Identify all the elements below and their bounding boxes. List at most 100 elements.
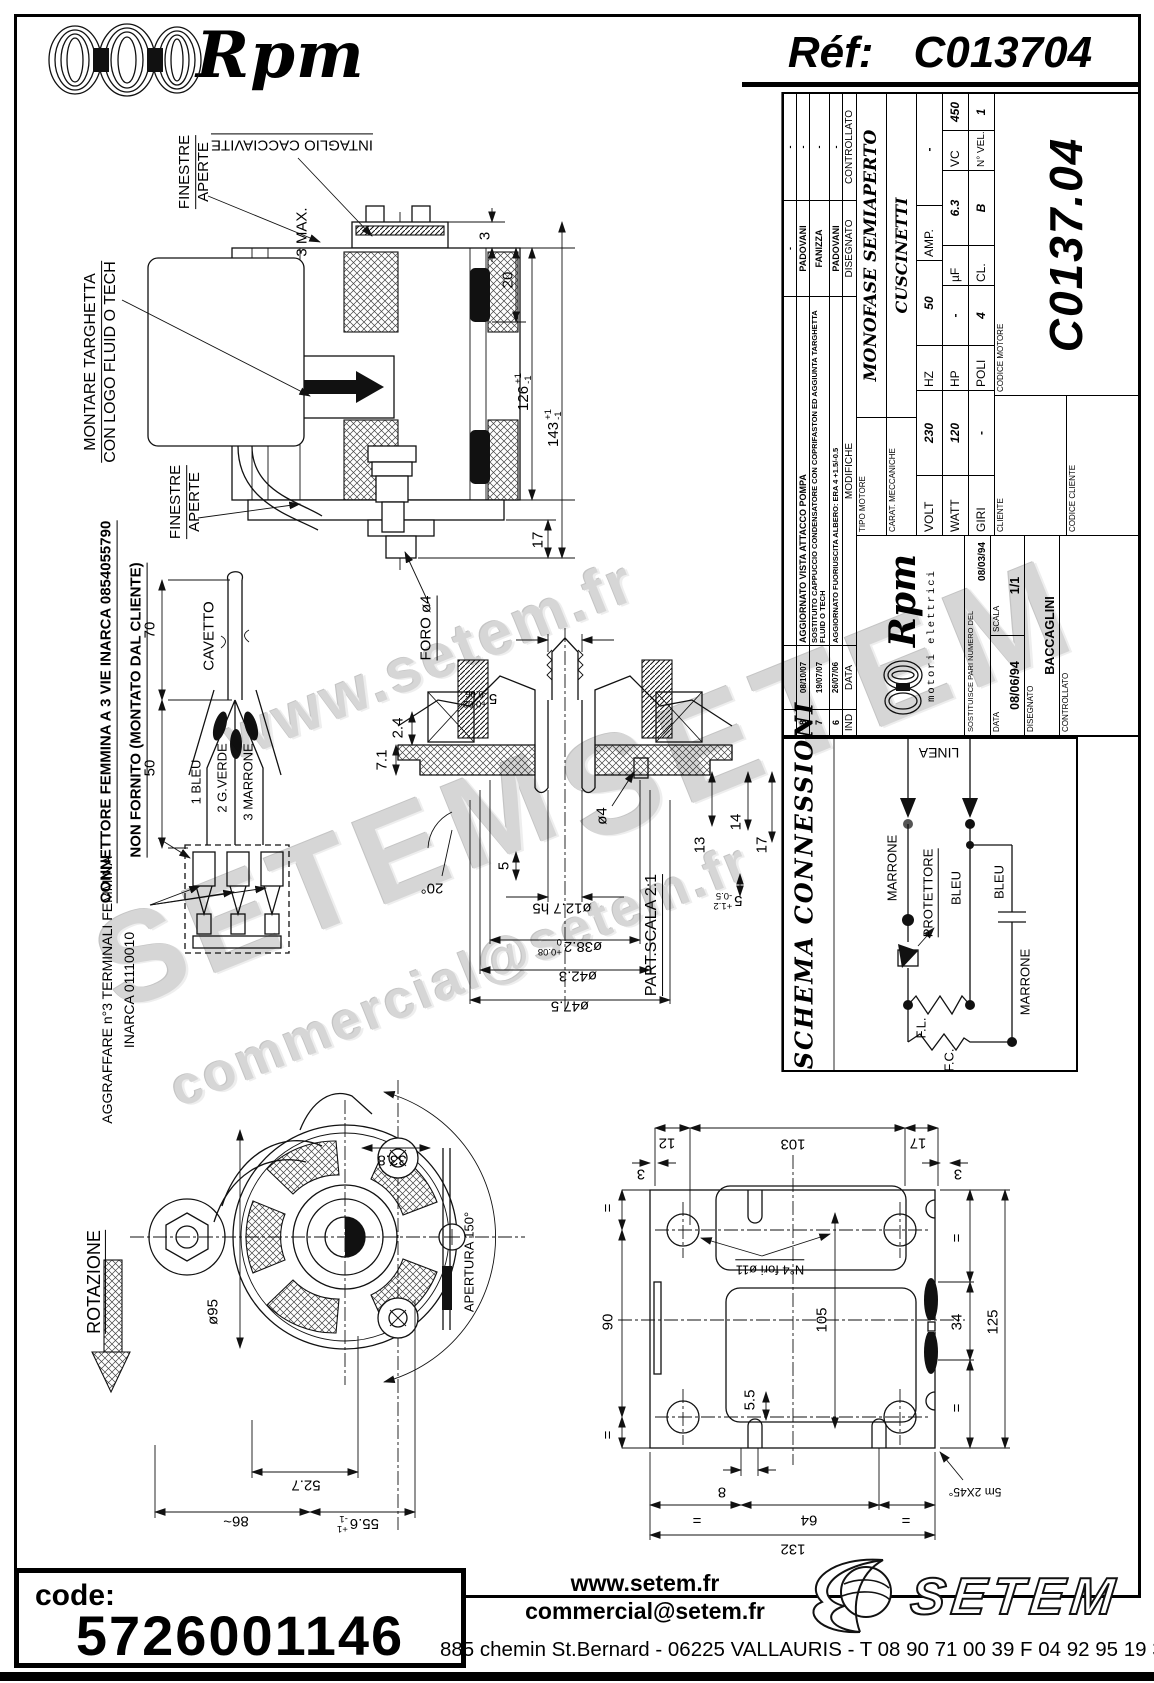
revision-row-8: 8 08/10/07 AGGIORNATO VISTA ATTACCO POMP… — [797, 94, 810, 735]
ref-label: Réf: — [787, 28, 874, 77]
dim-o47-5: ø47.5 — [550, 997, 590, 1015]
cavetto-label: CAVETTO — [200, 601, 218, 671]
dim-12: 12 — [658, 1134, 676, 1152]
front-view — [91, 1080, 525, 1530]
controllato-cell: CONTROLLATO — [1060, 672, 1070, 732]
dim-3-right: 3 — [953, 1165, 963, 1183]
linea-label: LINEA — [918, 744, 960, 761]
eq-left-bottom: = — [599, 1430, 617, 1440]
plate-view — [618, 1124, 1010, 1540]
dim-143: 143 +1-1 — [543, 409, 564, 447]
dim-14: 14 — [727, 813, 745, 831]
apertura-label: APERTURA 150° — [461, 1211, 477, 1313]
motor-side-view — [121, 157, 575, 607]
dim-8: 8 — [717, 1483, 727, 1501]
dim-86: 86~ — [223, 1512, 249, 1530]
dim-o42-3: ø42.3 — [558, 967, 598, 985]
aggraffare-label: AGGRAFFARE n°3 TERMINALI FEMMINA — [99, 856, 116, 1124]
dim-20: 20 — [499, 271, 517, 289]
schema-circuit — [833, 737, 1026, 1072]
inarca-label: INARCA 01110010 — [121, 931, 138, 1049]
titleblock-logo-text: Rpm — [882, 553, 925, 648]
dim-64: 64 — [800, 1511, 818, 1529]
connettore-label: CONNETTORE FEMMINA A 3 VIE INARCA 085405… — [98, 520, 118, 904]
dim-125: 125 — [984, 1309, 1002, 1335]
footer-address: 885 chemin St.Bernard - 06225 VALLAURIS … — [440, 1638, 1154, 1661]
eq-right-top: = — [948, 1233, 966, 1243]
marrone-2-label: MARRONE — [1017, 948, 1033, 1016]
max-3-label: 3 MAX. — [293, 207, 311, 257]
foro-label: FORO ø4 — [418, 595, 438, 661]
part-scala-title: PART.SCALA 2:1 — [643, 873, 663, 997]
dim-o95: ø95 — [204, 1299, 222, 1325]
brand-logo-text: Rpm — [196, 18, 365, 93]
cliente-codice-row: CLIENTE CODICE CLIENTE CODICE MOTORE C01… — [994, 94, 1138, 535]
dim-5-stud: 5 +0.02-0.06 — [462, 688, 498, 709]
titleblock-rpm-logo: Rpm motori elettrici — [856, 536, 965, 735]
dim-3: 3 — [476, 231, 494, 241]
code-box: code: 5726001146 — [14, 1568, 466, 1668]
reference-number: Réf: C013704 — [742, 28, 1138, 87]
disegnato-cell: DISEGNATO BACCAGLINI — [1024, 536, 1060, 735]
wire-1-bleu-label: 1 BLEU — [188, 759, 204, 805]
schema-title: SCHEMA CONNESSIONI — [789, 700, 819, 1070]
dim-2-4: 2.4 — [389, 717, 407, 739]
rpm-coil-logo — [48, 23, 202, 97]
sostituisce-cell: SOSTITUISCE PARI NUMERO DEL 08/03/94 — [964, 536, 991, 735]
dim-o4: ø4 — [593, 807, 611, 825]
fc-label: F.C. — [941, 1048, 957, 1072]
fori-note-label: N°4 fori ø11 — [735, 1259, 805, 1277]
dim-3-left: 3 — [636, 1165, 646, 1183]
dim-70: 70 — [141, 621, 159, 639]
marrone-1-label: MARRONE — [884, 834, 900, 902]
drawing-frame — [14, 14, 1141, 1598]
dim-17: 17 — [529, 531, 547, 549]
dim-7-1: 7.1 — [373, 749, 391, 771]
code-value: 5726001146 — [75, 1604, 405, 1667]
setem-logo-wordmark: SETEM — [908, 1568, 1123, 1626]
dim-34: 34 — [948, 1313, 966, 1331]
non-fornito-label: NON FORNITO (MONTATO DAL CLIENTE) — [128, 562, 148, 858]
tipo-motore-row: TIPO MOTORE MONOFASE SEMIAPERTO — [856, 94, 887, 535]
codice-motore-value: C0137.04 — [1040, 136, 1093, 353]
eq-right-bottom: = — [948, 1403, 966, 1413]
dim-5b: 5 — [495, 861, 513, 871]
dim-55-6: 55.6 +1-1 — [336, 1513, 380, 1534]
watt-row: WATT 120 HP - µF 6.3 VC 450 — [942, 94, 969, 535]
dim-90: 90 — [599, 1313, 617, 1331]
dim-5c: 5 +1.2-0.5 — [713, 890, 743, 911]
revision-header-row: IND DATA MODIFICHE DISEGNATO CONTROLLATO — [842, 94, 857, 735]
fl-label: F.L. — [913, 1017, 929, 1039]
dim-17-plate: 17 — [909, 1134, 927, 1152]
eq-bottom-right: = — [901, 1511, 911, 1529]
dim-126: 126 +1-1 — [513, 373, 534, 411]
revision-row-6: 6 26/07/06 AGGIORNATO FUORIUSCITA ALBERO… — [829, 94, 843, 735]
angle-20: 20° — [420, 879, 444, 897]
codice-motore-cell: CODICE MOTORE C0137.04 — [995, 136, 1093, 392]
chamfer-note: 5m 2X45° — [948, 1485, 1002, 1499]
schema-connessioni-box — [782, 737, 1078, 1072]
eq-bottom-left: = — [692, 1511, 702, 1529]
dim-52-7: 52.7 — [291, 1476, 321, 1494]
wire-3-marrone-label: 3 MARRONE — [240, 743, 256, 821]
volt-row: VOLT 230 HZ 50 AMP. - — [916, 94, 943, 535]
ref-value: C013704 — [913, 28, 1093, 77]
title-block: - - 8 08/10/07 AGGIORNATO VISTA ATTACCO … — [782, 92, 1140, 737]
connector-view — [149, 571, 290, 954]
carat-row: CARAT. MECCANICHE CUSCINETTI — [886, 94, 917, 535]
dim-5-5: 5.5 — [741, 1389, 759, 1411]
footer-site: www.setem.fr — [570, 1570, 720, 1596]
bleu-1-label: BLEU — [948, 871, 964, 905]
giri-row: GIRI - POLI 4 CL. B N° VEL. 1 — [968, 94, 995, 535]
wire-2-verde-label: 2 G.VERDE — [214, 743, 230, 813]
dim-17-section: 17 — [753, 836, 771, 854]
bleu-2-label: BLEU — [991, 865, 1007, 899]
setem-logo: SETEM — [812, 1558, 1124, 1634]
code-label: code: — [35, 1579, 116, 1612]
cliente-cell: CLIENTE — [994, 396, 1067, 535]
dim-105: 105 — [813, 1307, 831, 1333]
